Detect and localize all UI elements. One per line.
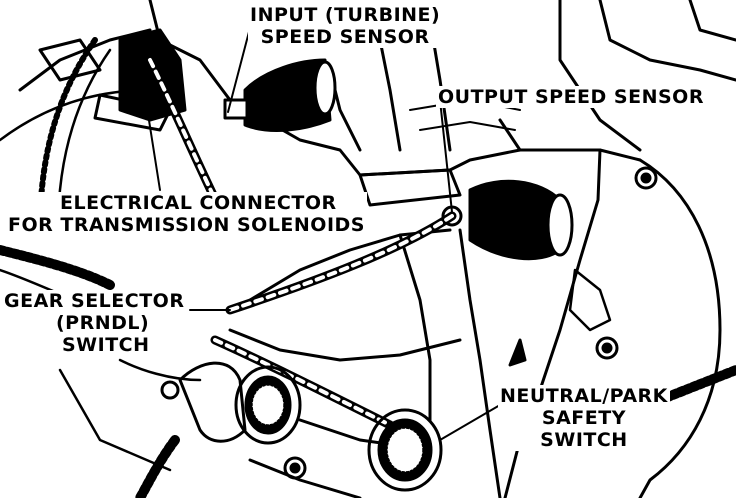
input-speed-sensor-line2: SPEED SENSOR (260, 26, 430, 48)
output-sensor-leader (439, 99, 453, 213)
gear-selector-switch-label: GEAR SELECTOR (PRNDL) SWITCH (2, 290, 187, 356)
gear-selector-line2: (PRNDL) (56, 312, 150, 334)
input-speed-sensor-label: INPUT (TURBINE) SPEED SENSOR (248, 4, 443, 48)
input-speed-sensor-body (223, 58, 337, 132)
electrical-connector-line2: FOR TRANSMISSION SOLENOIDS (8, 214, 365, 236)
leader-lines (144, 27, 501, 441)
neutral-park-switch-label: NEUTRAL/PARK SAFETY SWITCH (498, 385, 670, 451)
output-speed-sensor-label: OUTPUT SPEED SENSOR (436, 86, 706, 108)
neutral-park-line3: SWITCH (540, 429, 628, 451)
input-sensor-leader (227, 27, 251, 113)
connector-plugs (58, 358, 443, 492)
input-speed-sensor-line1: INPUT (TURBINE) (250, 4, 441, 26)
neutral-park-line2: SAFETY (541, 407, 626, 429)
electrical-connector-label: ELECTRICAL CONNECTOR FOR TRANSMISSION SO… (6, 192, 367, 236)
electrical-connector-line1: ELECTRICAL CONNECTOR (60, 192, 337, 214)
neutral-park-leader (439, 404, 501, 441)
gear-selector-line3: SWITCH (62, 334, 150, 356)
output-speed-sensor-body (358, 168, 574, 261)
neutral-park-line1: NEUTRAL/PARK (500, 385, 668, 407)
connector-leader (144, 94, 161, 191)
gear-selector-line1: GEAR SELECTOR (4, 290, 185, 312)
